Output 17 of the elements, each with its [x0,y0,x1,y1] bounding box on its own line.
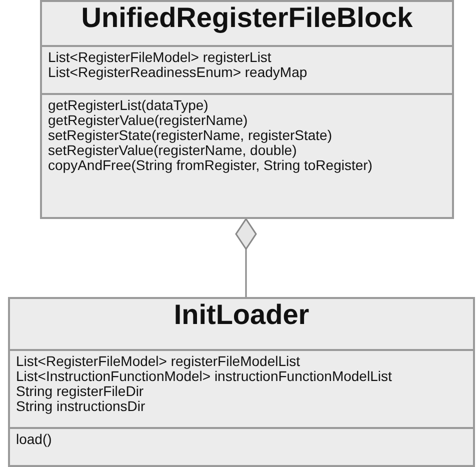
class-box [40,0,454,219]
method-text: getRegisterList(dataType) [48,98,208,113]
method-text: copyAndFree(String fromRegister, String toRegister) [48,158,372,173]
method-text: load() [16,432,52,447]
attribute-text: List<InstructionFunctionModel> instructionFunctionModelList [16,369,392,384]
method-text: getRegisterValue(registerName) [48,113,248,128]
method-text: setRegisterState(registerName, registerState) [48,128,332,143]
class-box [8,297,475,467]
class-name: InitLoader [174,299,310,331]
class-name: UnifiedRegisterFileBlock [81,2,413,34]
attribute-text: List<RegisterFileModel> registerList [48,50,272,65]
attribute-text: String instructionsDir [16,399,146,414]
attribute-text: List<RegisterReadinessEnum> readyMap [48,65,308,80]
aggregation-line [235,218,257,297]
attribute-text: String registerFileDir [16,384,144,399]
attribute-text: List<RegisterFileModel> registerFileModelList [16,354,300,369]
method-text: setRegisterValue(registerName, double) [48,143,297,158]
